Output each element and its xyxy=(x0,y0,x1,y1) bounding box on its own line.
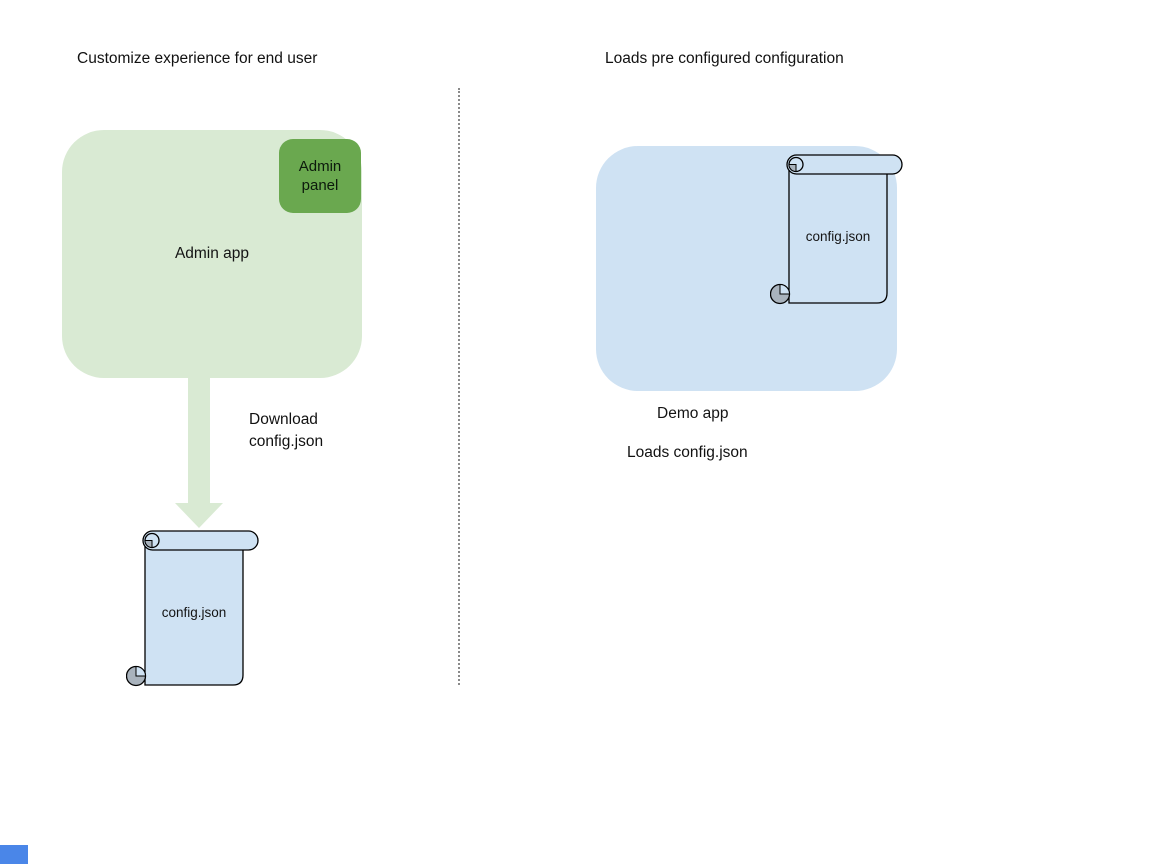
config-json-label-right: config.json xyxy=(805,229,871,244)
scroll-icon xyxy=(126,530,259,687)
scroll-top-curl-notch xyxy=(788,164,797,173)
scroll-top-curl-notch xyxy=(144,540,153,549)
left-section-title: Customize experience for end user xyxy=(77,50,318,67)
section-divider xyxy=(458,88,460,685)
right-section-title: Loads pre configured configuration xyxy=(605,50,844,67)
config-json-scroll-right: config.json xyxy=(770,153,903,305)
admin-app-label: Admin app xyxy=(174,245,250,262)
loads-config-caption: Loads config.json xyxy=(627,444,748,461)
scroll-body xyxy=(788,164,888,304)
admin-panel-box: Admin panel xyxy=(279,139,361,213)
config-json-scroll-left: config.json xyxy=(126,529,259,687)
scroll-icon xyxy=(770,154,903,305)
config-json-label-left: config.json xyxy=(161,605,227,620)
scroll-bottom-curl-notch xyxy=(135,665,147,677)
download-arrow-label: Download config.json xyxy=(249,411,324,450)
scroll-top-roll xyxy=(142,530,259,551)
download-arrow-icon xyxy=(175,378,223,528)
scroll-bottom-curl-notch xyxy=(779,283,791,295)
scroll-body xyxy=(144,540,244,686)
admin-panel-label: Admin panel xyxy=(298,158,342,194)
demo-app-label: Demo app xyxy=(657,405,729,422)
download-arrow-shape xyxy=(175,378,223,528)
corner-marker xyxy=(0,845,28,864)
scroll-top-roll xyxy=(786,154,903,175)
